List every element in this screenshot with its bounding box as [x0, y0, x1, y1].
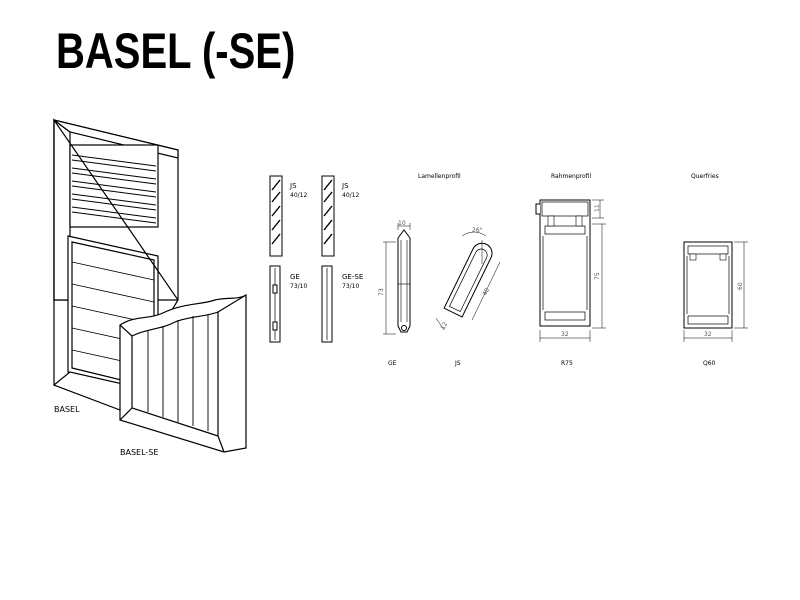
ge-profile-dimensions [383, 223, 411, 335]
ge-slat-section [269, 265, 281, 343]
js-right-code: JS [341, 182, 349, 190]
ge-profile-drawing [397, 229, 411, 333]
louvre-slats [71, 154, 157, 224]
js-left-dim: 40/12 [290, 192, 307, 199]
gese-slat-section [321, 265, 333, 343]
r75-width-dim: 32 [561, 331, 569, 338]
js-thickness-dim: 12 [440, 321, 450, 331]
ge-height-dim: 73 [378, 288, 385, 296]
js-right-dim: 40/12 [342, 192, 359, 199]
js-profile-drawing [443, 242, 493, 318]
ge-width-dim: 10 [398, 220, 406, 227]
q60-profile-dimensions [683, 241, 748, 342]
ge-code: GE [290, 273, 300, 281]
q60-profile-drawing [683, 241, 733, 329]
js-length-dim: 40 [482, 287, 492, 297]
r75-height-dim: 75 [594, 272, 601, 280]
q60-caption: Q60 [703, 360, 716, 367]
basel-se-shutter-illustration [119, 293, 247, 453]
gese-code: GE-SE [342, 273, 363, 281]
js-profile-dimensions [435, 231, 501, 331]
rahmenprofil-heading: Rahmenprofil [551, 173, 591, 180]
js-angle-dim: 26° [472, 227, 483, 234]
js-profile-caption: JS [454, 360, 461, 367]
q60-width-dim: 32 [704, 331, 712, 338]
querfries-heading: Querfries [691, 173, 719, 180]
basel-se-label: BASEL-SE [120, 448, 158, 457]
lamellenprofil-heading: Lamellenprofil [418, 173, 461, 180]
js-slat-section-left [269, 175, 283, 257]
gese-dim: 73/10 [342, 283, 359, 290]
basel-label: BASEL [54, 405, 80, 414]
r75-caption: R75 [561, 360, 573, 367]
js-left-code: JS [289, 182, 297, 190]
r75-top-dim: 11 [594, 204, 601, 212]
q60-height-dim: 60 [737, 282, 744, 290]
ge-profile-caption: GE [388, 360, 397, 367]
r75-profile-drawing [535, 199, 591, 327]
js-slat-section-right [321, 175, 335, 257]
ge-dim: 73/10 [290, 283, 307, 290]
r75-profile-dimensions [539, 199, 606, 342]
page-title: BASEL (-SE) [56, 23, 296, 79]
